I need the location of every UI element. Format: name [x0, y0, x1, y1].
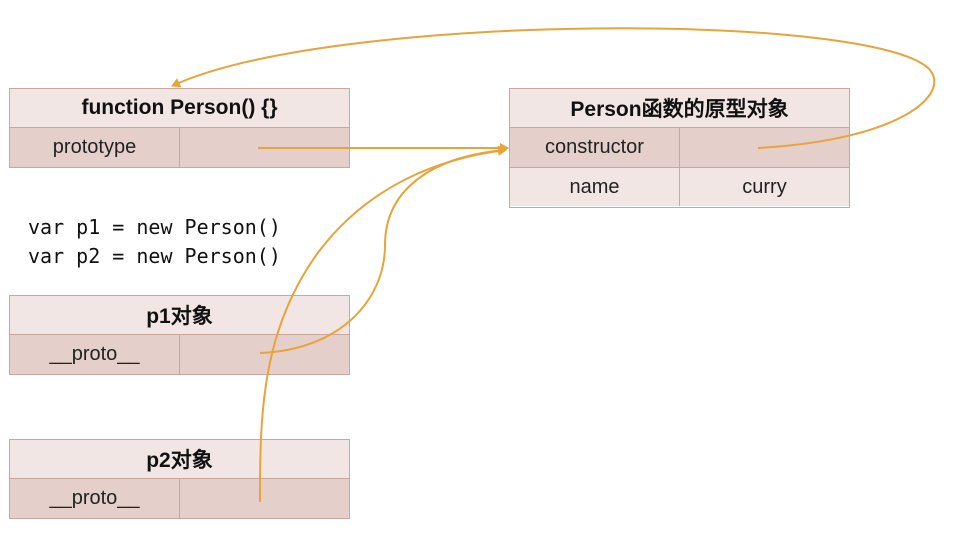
- p1-proto-key: __proto__: [10, 335, 179, 374]
- p1-proto-value: [179, 335, 349, 374]
- p1-object-title: p1对象: [10, 296, 349, 335]
- code-line-1: var p1 = new Person(): [28, 215, 281, 239]
- p2-proto-arrow: [259, 146, 507, 503]
- p1-proto-arrow: [259, 145, 507, 354]
- code-line-2: var p2 = new Person(): [28, 244, 281, 268]
- constructor-arrow: [171, 27, 936, 149]
- p2-proto-value: [179, 479, 349, 518]
- prototype-object-box: Person函数的原型对象 constructor name curry: [509, 88, 850, 208]
- p2-object-box: p2对象 __proto__: [9, 439, 350, 519]
- person-function-title: function Person() {}: [10, 89, 349, 128]
- p2-proto-key: __proto__: [10, 479, 179, 518]
- name-key: name: [510, 168, 679, 206]
- p2-object-title: p2对象: [10, 440, 349, 479]
- constructor-key: constructor: [510, 128, 679, 167]
- p2-proto-row: __proto__: [10, 479, 349, 518]
- name-value: curry: [679, 168, 849, 206]
- code-block: var p1 = new Person() var p2 = new Person…: [28, 213, 281, 271]
- p1-proto-row: __proto__: [10, 335, 349, 374]
- name-row: name curry: [510, 167, 849, 206]
- p1-object-box: p1对象 __proto__: [9, 295, 350, 375]
- prototype-object-title: Person函数的原型对象: [510, 89, 849, 128]
- prototype-key: prototype: [10, 128, 179, 167]
